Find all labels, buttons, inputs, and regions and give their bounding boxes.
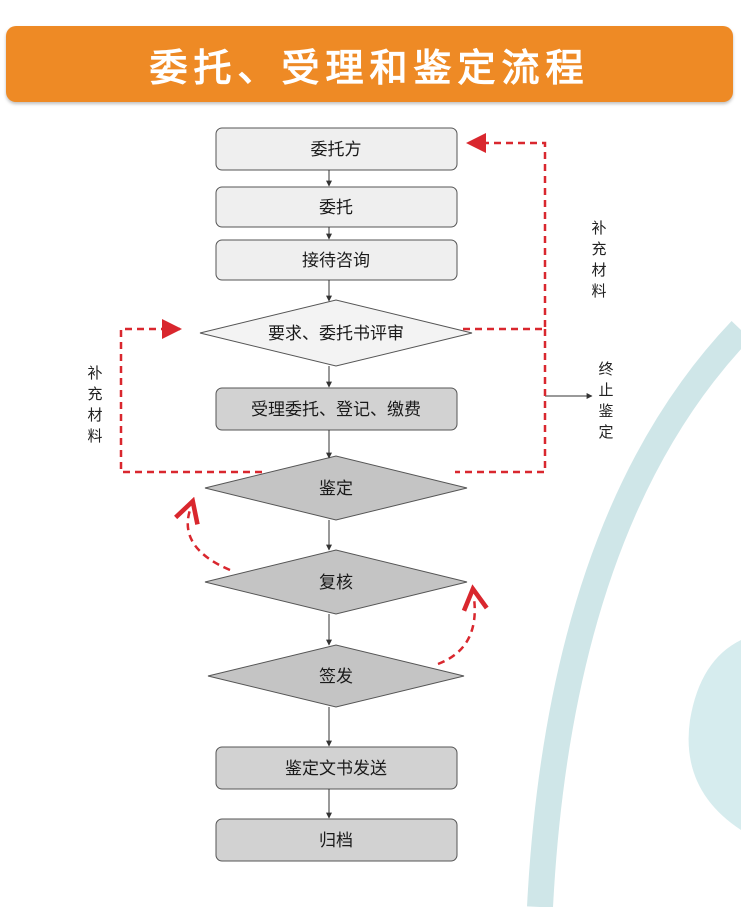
node-appraisal-label: 鉴定 (319, 479, 353, 499)
title-banner: 委托、受理和鉴定流程 (6, 26, 733, 102)
node-issue: 签发 (207, 644, 465, 708)
node-reception-label: 接待咨询 (302, 251, 370, 271)
terminate-char-3: 鉴 (598, 402, 613, 420)
page-title: 委托、受理和鉴定流程 (149, 45, 590, 90)
supplement-left-char-3: 材 (87, 406, 102, 424)
node-client: 委托方 (215, 127, 458, 171)
node-accept-label: 受理委托、登记、缴费 (251, 400, 421, 420)
node-archive: 归档 (215, 818, 458, 862)
node-client-label: 委托方 (311, 140, 362, 160)
node-accept: 受理委托、登记、缴费 (215, 387, 458, 431)
loop-review-to-client (463, 133, 547, 331)
side-label-supplement-left: 补 充 材 料 (87, 364, 102, 445)
terminate-char-2: 止 (598, 381, 613, 399)
node-send: 鉴定文书发送 (215, 746, 458, 790)
node-reception: 接待咨询 (215, 239, 458, 281)
node-send-label: 鉴定文书发送 (285, 759, 387, 779)
node-issue-label: 签发 (319, 667, 353, 687)
loop-appraisal-right (455, 329, 547, 474)
terminate-char-4: 定 (598, 423, 613, 441)
node-entrust: 委托 (215, 186, 458, 228)
node-appraisal: 鉴定 (204, 455, 468, 521)
side-label-supplement-right: 补 充 材 料 (591, 219, 606, 300)
supplement-right-char-1: 补 (591, 219, 606, 237)
node-recheck-label: 复核 (319, 573, 353, 593)
supplement-left-char-1: 补 (87, 364, 102, 382)
background-wave (688, 640, 741, 830)
main-flow-arrows (326, 170, 593, 819)
supplement-right-char-3: 材 (591, 261, 606, 279)
loop-appraisal-to-review (119, 319, 262, 474)
loop-recheck-to-appraisal (188, 510, 231, 572)
supplement-right-char-4: 料 (591, 282, 606, 300)
node-recheck: 复核 (204, 549, 468, 615)
node-review-label: 要求、委托书评审 (268, 324, 404, 344)
node-archive-label: 归档 (319, 831, 353, 851)
supplement-right-char-2: 充 (591, 240, 606, 258)
node-entrust-label: 委托 (319, 198, 353, 218)
feedback-loops (119, 133, 547, 666)
loop-issue-to-recheck (437, 598, 475, 666)
background-arc (527, 321, 741, 907)
side-label-terminate: 终 止 鉴 定 (598, 360, 613, 441)
terminate-char-1: 终 (598, 360, 613, 378)
node-review: 要求、委托书评审 (199, 299, 473, 367)
supplement-left-char-2: 充 (87, 385, 102, 403)
supplement-left-char-4: 料 (87, 427, 102, 445)
